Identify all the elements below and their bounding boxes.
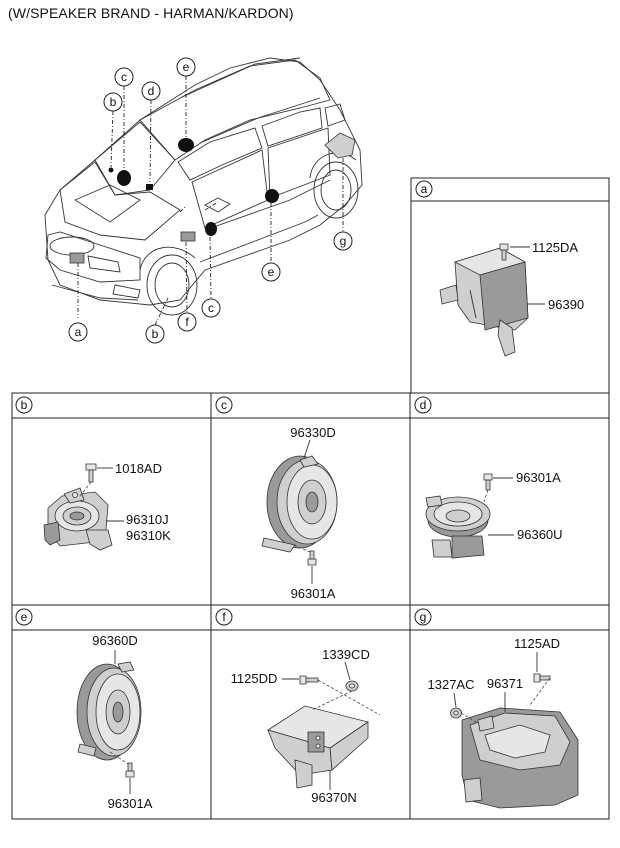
screw-96301A-c bbox=[307, 550, 317, 566]
label-1327AC: 1327AC bbox=[428, 677, 475, 692]
screw-1018AD bbox=[85, 463, 97, 483]
label-1339CD: 1339CD bbox=[322, 647, 370, 662]
callout-e-bottom: e bbox=[261, 262, 281, 282]
screw-96301A-e bbox=[125, 762, 135, 778]
svg-text:e: e bbox=[21, 610, 28, 624]
label-96390: 96390 bbox=[548, 297, 584, 312]
bolt-1125DD bbox=[299, 675, 319, 685]
svg-text:c: c bbox=[221, 398, 227, 412]
car-overview: c b d e a b f c bbox=[44, 57, 363, 344]
subwoofer-96371 bbox=[461, 707, 579, 809]
svg-text:g: g bbox=[340, 234, 347, 248]
svg-text:g: g bbox=[420, 610, 427, 624]
label-1125DA: 1125DA bbox=[532, 240, 578, 255]
callout-f-bottom: f bbox=[177, 312, 197, 332]
svg-text:d: d bbox=[420, 398, 427, 412]
screw-96301A-d bbox=[483, 473, 493, 491]
panel-g: g 1125AD 1327AC 96371 bbox=[414, 608, 579, 809]
callout-c-top: c bbox=[114, 67, 134, 87]
svg-text:c: c bbox=[121, 70, 127, 84]
panel-f: f 1339CD 1125DD 96370N bbox=[215, 608, 381, 805]
callout-e-top: e bbox=[176, 57, 196, 77]
label-96360U: 96360U bbox=[517, 527, 563, 542]
svg-text:b: b bbox=[152, 327, 159, 341]
amplifier-96390 bbox=[439, 247, 529, 357]
nut-1339CD bbox=[345, 680, 359, 692]
svg-text:b: b bbox=[21, 398, 28, 412]
label-1018AD: 1018AD bbox=[115, 461, 162, 476]
label-96310J: 96310J bbox=[126, 512, 169, 527]
label-1125AD: 1125AD bbox=[514, 636, 560, 651]
panel-a: a 1125DA 96390 bbox=[410, 177, 610, 394]
label-96370N: 96370N bbox=[311, 790, 357, 805]
panel-b: b 1018AD 96310J 96310K bbox=[15, 396, 171, 551]
svg-text:d: d bbox=[148, 84, 155, 98]
row-3-frame bbox=[11, 604, 610, 820]
label-1125DD: 1125DD bbox=[231, 671, 278, 686]
svg-text:f: f bbox=[222, 610, 226, 624]
svg-text:f: f bbox=[185, 315, 189, 329]
label-96360D: 96360D bbox=[92, 633, 138, 648]
label-96330D: 96330D bbox=[290, 425, 336, 440]
svg-text:e: e bbox=[268, 265, 275, 279]
svg-text:a: a bbox=[421, 182, 428, 196]
label-96310K: 96310K bbox=[126, 528, 171, 543]
panel-c: c 96330D 96301A bbox=[215, 396, 338, 601]
bracket-96370N bbox=[267, 705, 369, 789]
bolt-1125AD bbox=[533, 673, 551, 683]
nut-1327AC bbox=[450, 707, 462, 719]
label-96301A-d: 96301A bbox=[516, 470, 561, 485]
svg-text:c: c bbox=[208, 301, 214, 315]
label-96301A-c: 96301A bbox=[291, 586, 336, 601]
callout-b-top: b bbox=[103, 92, 123, 112]
speaker-96330D bbox=[261, 455, 338, 553]
diagram-title: (W/SPEAKER BRAND - HARMAN/KARDON) bbox=[8, 5, 294, 21]
svg-text:e: e bbox=[183, 60, 190, 74]
callout-g-bottom: g bbox=[333, 231, 353, 251]
svg-text:a: a bbox=[75, 325, 82, 339]
label-96371: 96371 bbox=[487, 676, 523, 691]
panel-d: d 96301A 96360U bbox=[414, 396, 563, 559]
callout-a-bottom: a bbox=[68, 322, 88, 342]
panel-e: e 96360D 96301A bbox=[15, 608, 153, 811]
callout-d-top: d bbox=[141, 81, 161, 101]
callout-b-bottom: b bbox=[145, 324, 165, 344]
callout-c-bottom: c bbox=[201, 298, 221, 318]
svg-text:b: b bbox=[110, 95, 117, 109]
tweeter-96310J bbox=[43, 487, 113, 551]
speaker-96360D bbox=[76, 661, 142, 761]
speaker-96360U bbox=[425, 495, 491, 559]
label-96301A-e: 96301A bbox=[108, 796, 153, 811]
bolt-1125DA bbox=[499, 243, 509, 261]
